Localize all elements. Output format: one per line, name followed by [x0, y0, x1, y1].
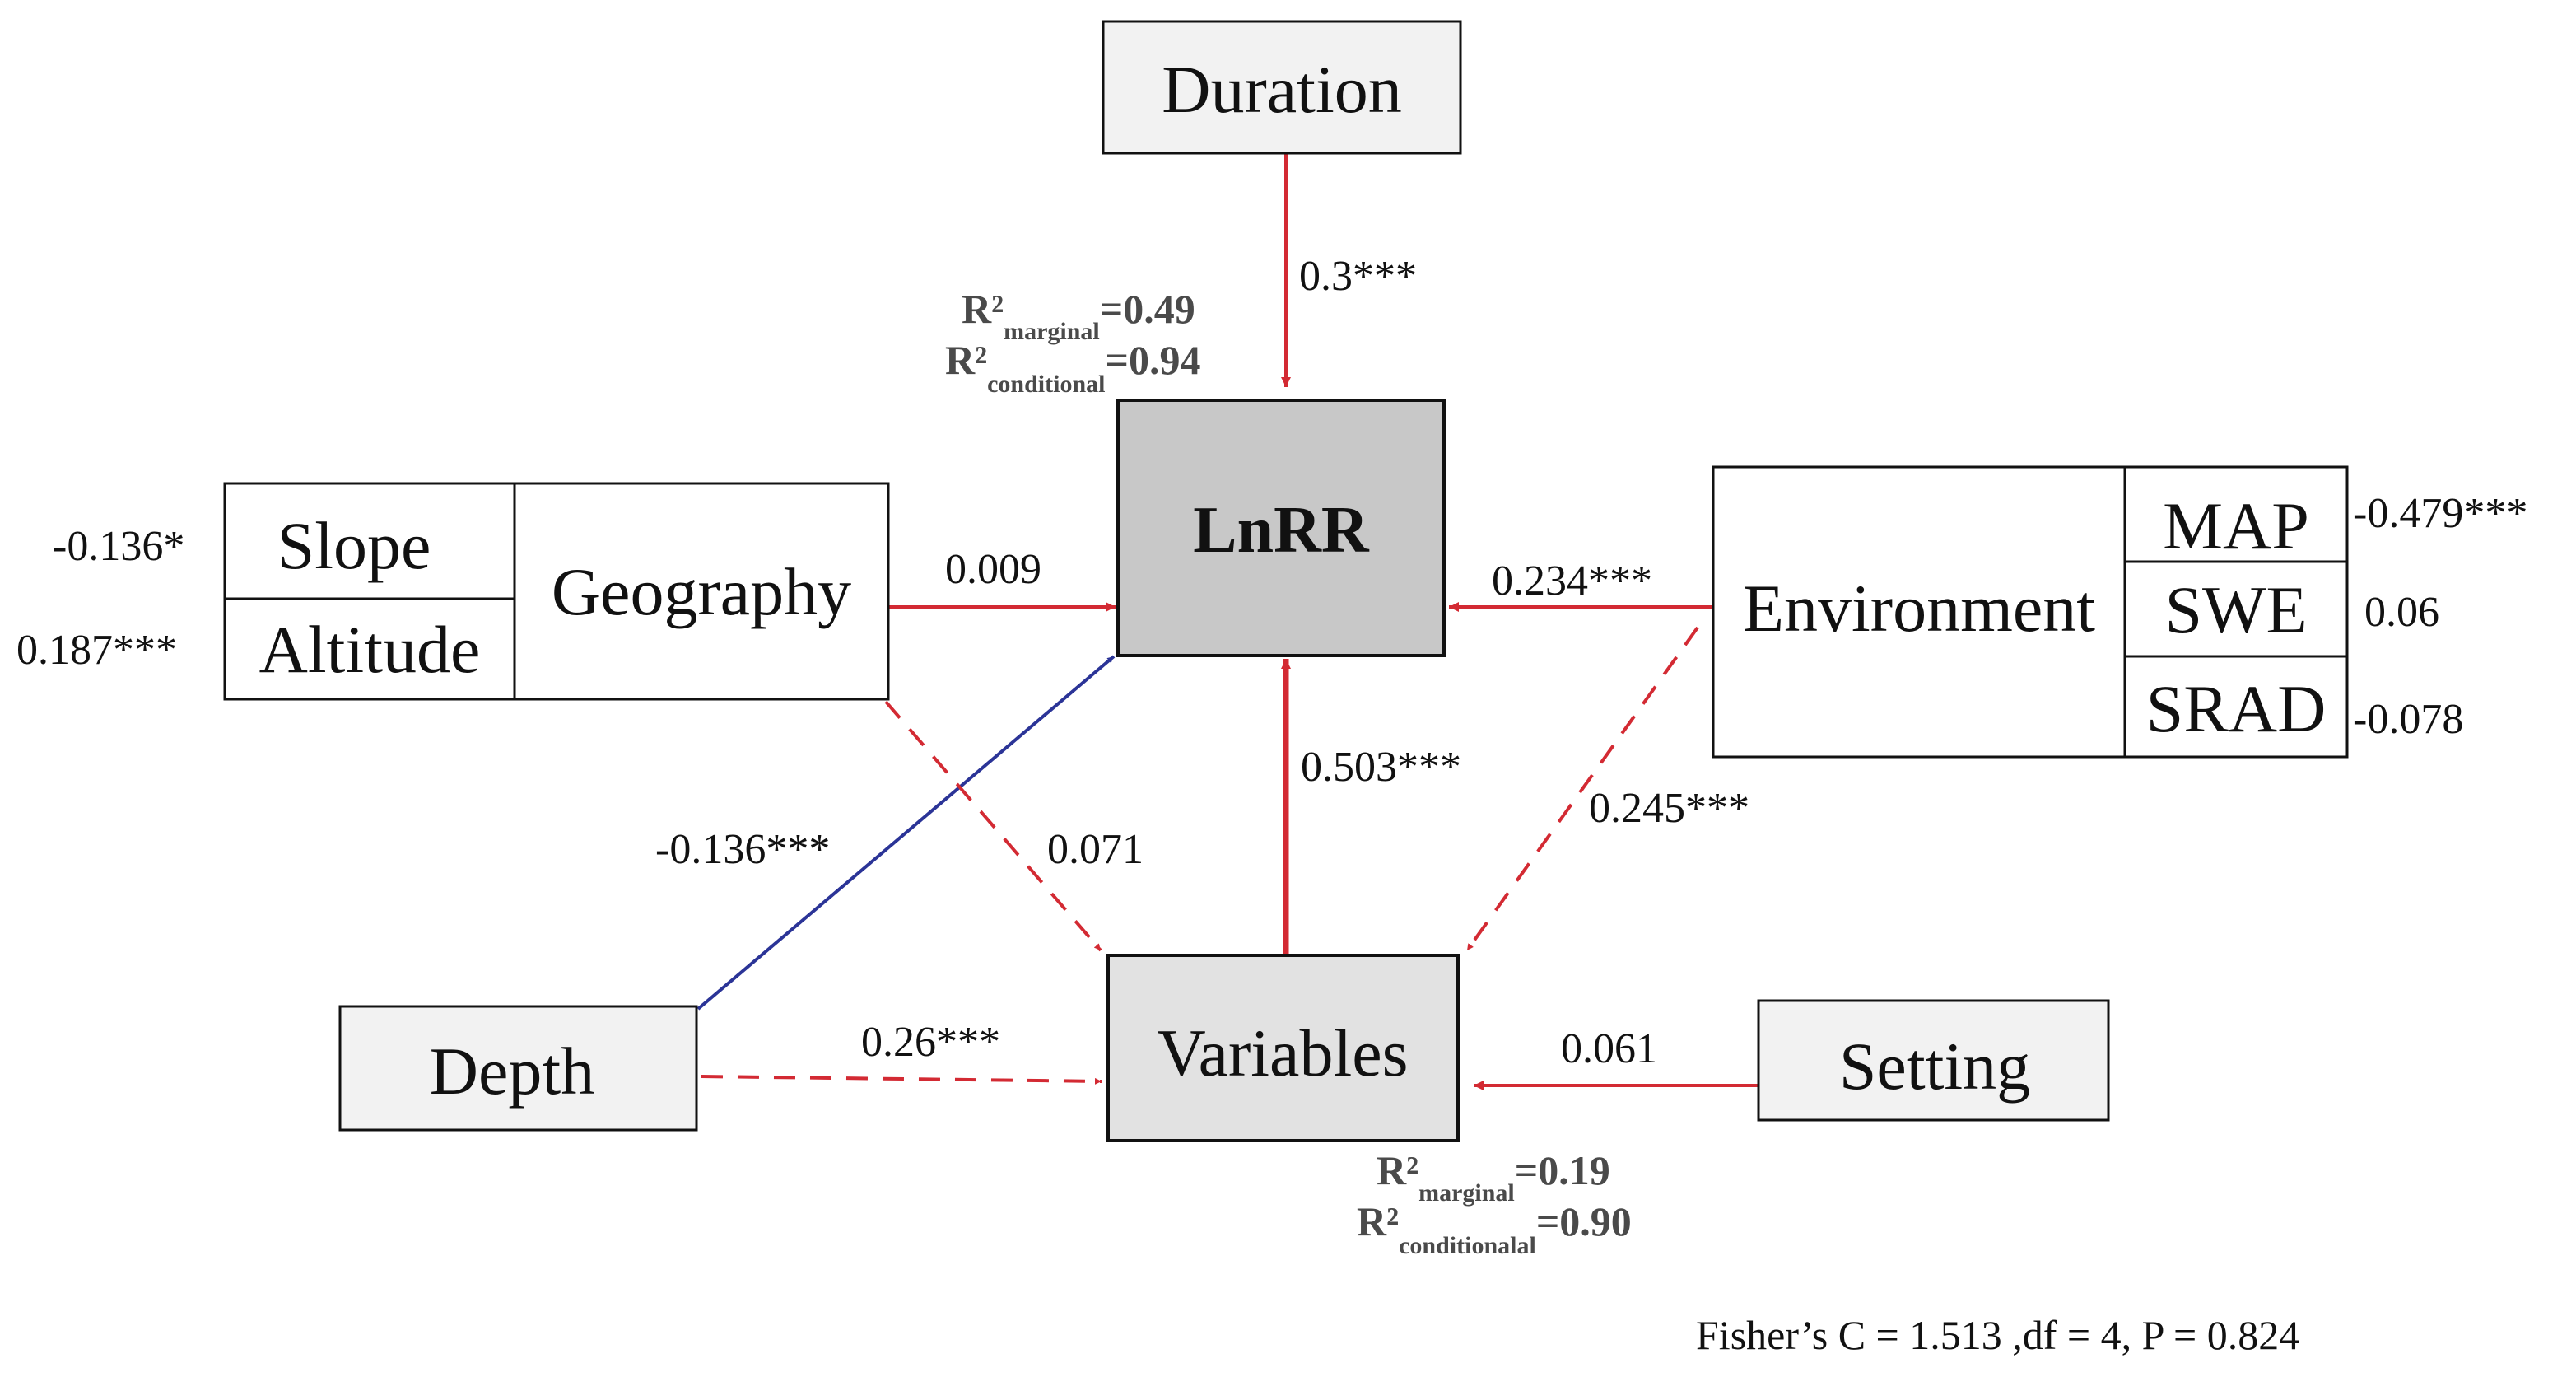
node-geography-group: Slope Altitude Geography: [223, 482, 890, 701]
coef-variables-lnrr: 0.503***: [1301, 744, 1461, 791]
r2-lnrr-marginal: R²marginal=0.49: [962, 286, 1195, 345]
label-slope: Slope: [277, 508, 431, 583]
box-lnrr: [1116, 399, 1446, 657]
label-depth: Depth: [430, 1034, 594, 1109]
label-srad: SRAD: [2146, 671, 2327, 746]
r2-lnrr-conditional: R²conditional=0.94: [945, 337, 1200, 398]
coef-duration-lnrr: 0.3***: [1299, 253, 1417, 300]
node-setting: Setting: [1757, 999, 2110, 1122]
box-map: [2123, 465, 2349, 563]
coef-depth-lnrr: -0.136***: [655, 826, 830, 873]
box-duration: [1102, 20, 1462, 155]
coef-slope: -0.136*: [53, 523, 184, 570]
node-lnrr: LnRR: [1116, 399, 1446, 657]
coef-geography-lnrr: 0.009: [945, 546, 1041, 593]
coef-map: -0.479***: [2353, 490, 2527, 537]
r2-variables-conditional: R²conditionalal=0.90: [1357, 1198, 1632, 1259]
label-duration: Duration: [1162, 52, 1401, 127]
coef-altitude: 0.187***: [16, 627, 177, 674]
model-fit-statistics: Fisher’s C = 1.513 ,df = 4, P = 0.824: [1696, 1312, 2299, 1358]
coef-setting-variables: 0.061: [1561, 1025, 1657, 1072]
node-variables: Variables: [1106, 954, 1460, 1142]
label-swe: SWE: [2164, 572, 2307, 647]
path-geography-variables: [884, 700, 1102, 952]
coef-environment-lnrr: 0.234***: [1492, 558, 1652, 604]
coef-srad: -0.078: [2353, 696, 2463, 743]
box-altitude: [223, 597, 516, 701]
path-coefficients: 0.3*** 0.009 0.234*** 0.503*** -0.136***…: [16, 253, 2527, 1072]
paths: [696, 153, 1758, 1090]
coef-geography-variables: 0.071: [1047, 826, 1144, 873]
coef-depth-variables: 0.26***: [861, 1019, 1000, 1066]
box-depth: [338, 1005, 698, 1132]
coef-swe: 0.06: [2364, 589, 2439, 636]
r2-variables-marginal: R²marginal=0.19: [1377, 1147, 1610, 1207]
label-geography: Geography: [552, 554, 851, 629]
r2-lnrr: R²marginal=0.49 R²conditional=0.94: [945, 286, 1200, 398]
box-environment: [1712, 465, 2126, 759]
path-environment-variables: [1465, 626, 1699, 952]
label-altitude: Altitude: [259, 612, 481, 687]
path-depth-variables: [701, 1075, 1102, 1085]
box-variables: [1106, 954, 1460, 1142]
label-map: MAP: [2163, 488, 2309, 563]
label-variables: Variables: [1157, 1015, 1408, 1090]
node-environment-group: Environment MAP SWE SRAD: [1712, 465, 2349, 759]
label-lnrr: LnRR: [1193, 494, 1370, 567]
node-depth: Depth: [338, 1005, 698, 1132]
label-environment: Environment: [1743, 571, 2095, 646]
box-setting: [1757, 999, 2110, 1122]
coef-environment-variables: 0.245***: [1589, 785, 1749, 832]
r2-variables: R²marginal=0.19 R²conditionalal=0.90: [1357, 1147, 1632, 1259]
box-srad: [2123, 655, 2349, 759]
node-duration: Duration: [1102, 20, 1462, 155]
label-setting: Setting: [1839, 1029, 2030, 1104]
box-slope: [223, 482, 516, 600]
box-geography: [513, 482, 890, 701]
box-swe: [2123, 560, 2349, 658]
path-depth-lnrr: [696, 655, 1116, 1011]
